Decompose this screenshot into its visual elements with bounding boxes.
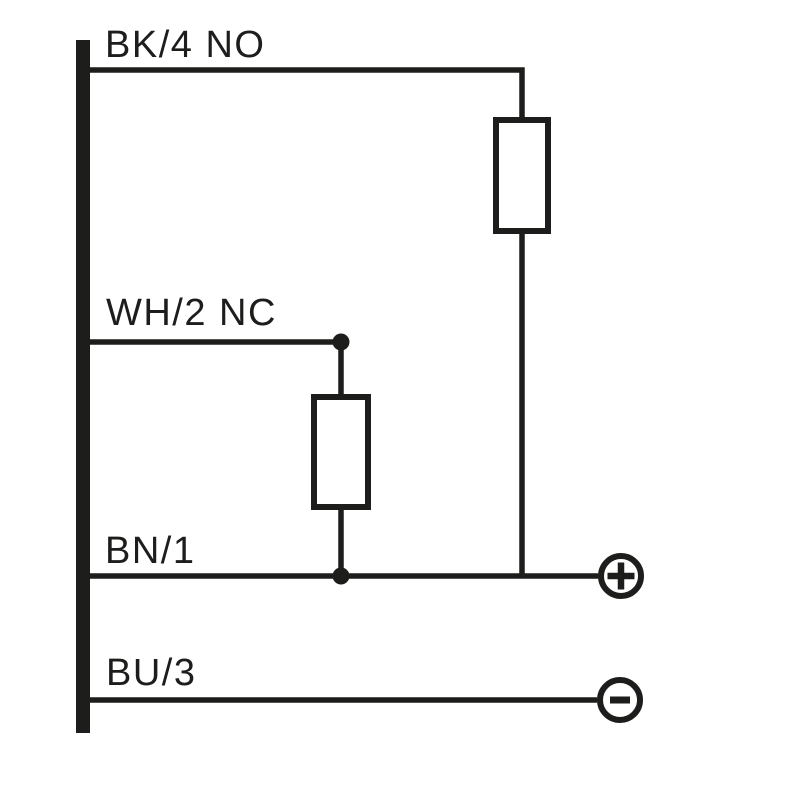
wire-bk4-no <box>90 67 525 117</box>
sensor-terminal-bar-icon <box>76 40 90 733</box>
plus-icon <box>607 562 635 590</box>
load-resistor-top <box>493 117 551 234</box>
label-bk4-no: BK/4 NO <box>105 24 265 66</box>
negative-terminal <box>597 677 643 723</box>
junction-dot-icon <box>332 333 350 351</box>
label-wh2-nc: WH/2 NC <box>106 292 277 334</box>
positive-terminal <box>598 553 644 599</box>
load-resistor-middle <box>311 394 371 510</box>
label-bn1: BN/1 <box>105 530 195 572</box>
label-bu3: BU/3 <box>106 652 196 694</box>
wire-wh2-nc <box>90 339 344 397</box>
